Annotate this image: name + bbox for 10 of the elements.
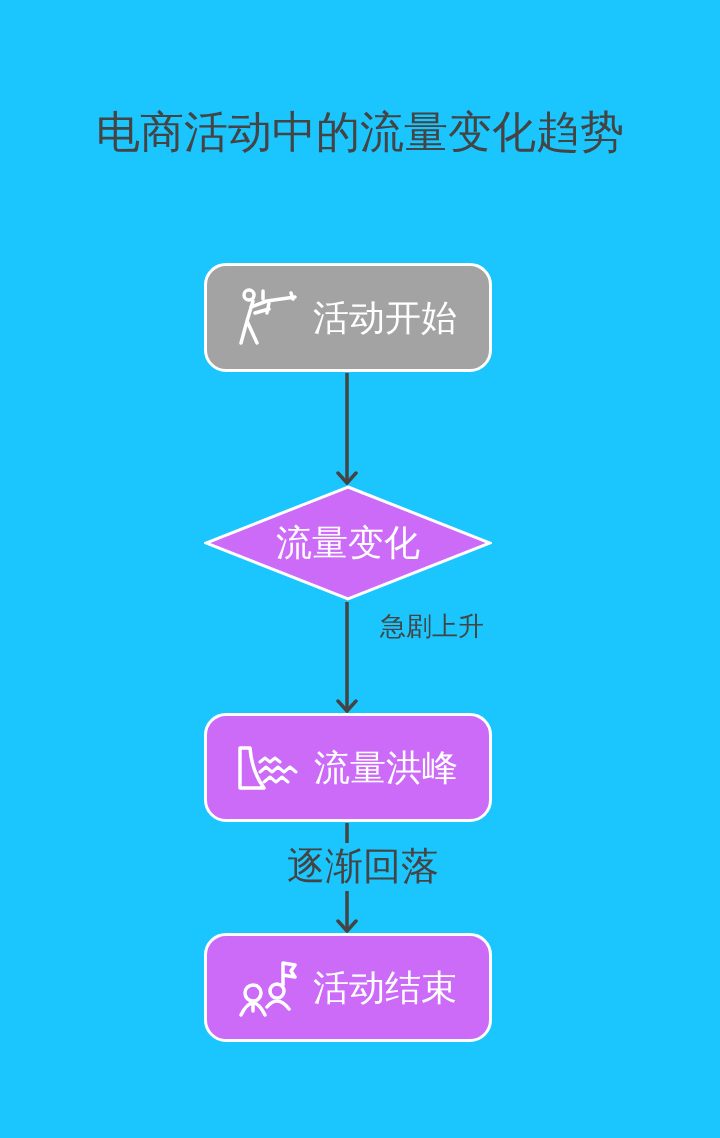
node-text: 活动结束 (313, 965, 457, 1010)
diagram-title: 电商活动中的流量变化趋势 (95, 105, 625, 159)
node-text: 流量洪峰 (314, 745, 458, 790)
node-text: 流量变化 (276, 521, 420, 565)
process-box (204, 713, 492, 822)
process-box (204, 263, 492, 372)
arrow (336, 602, 358, 713)
node-text: 活动开始 (313, 295, 457, 340)
arrow (336, 373, 358, 485)
process-box (204, 933, 492, 1042)
